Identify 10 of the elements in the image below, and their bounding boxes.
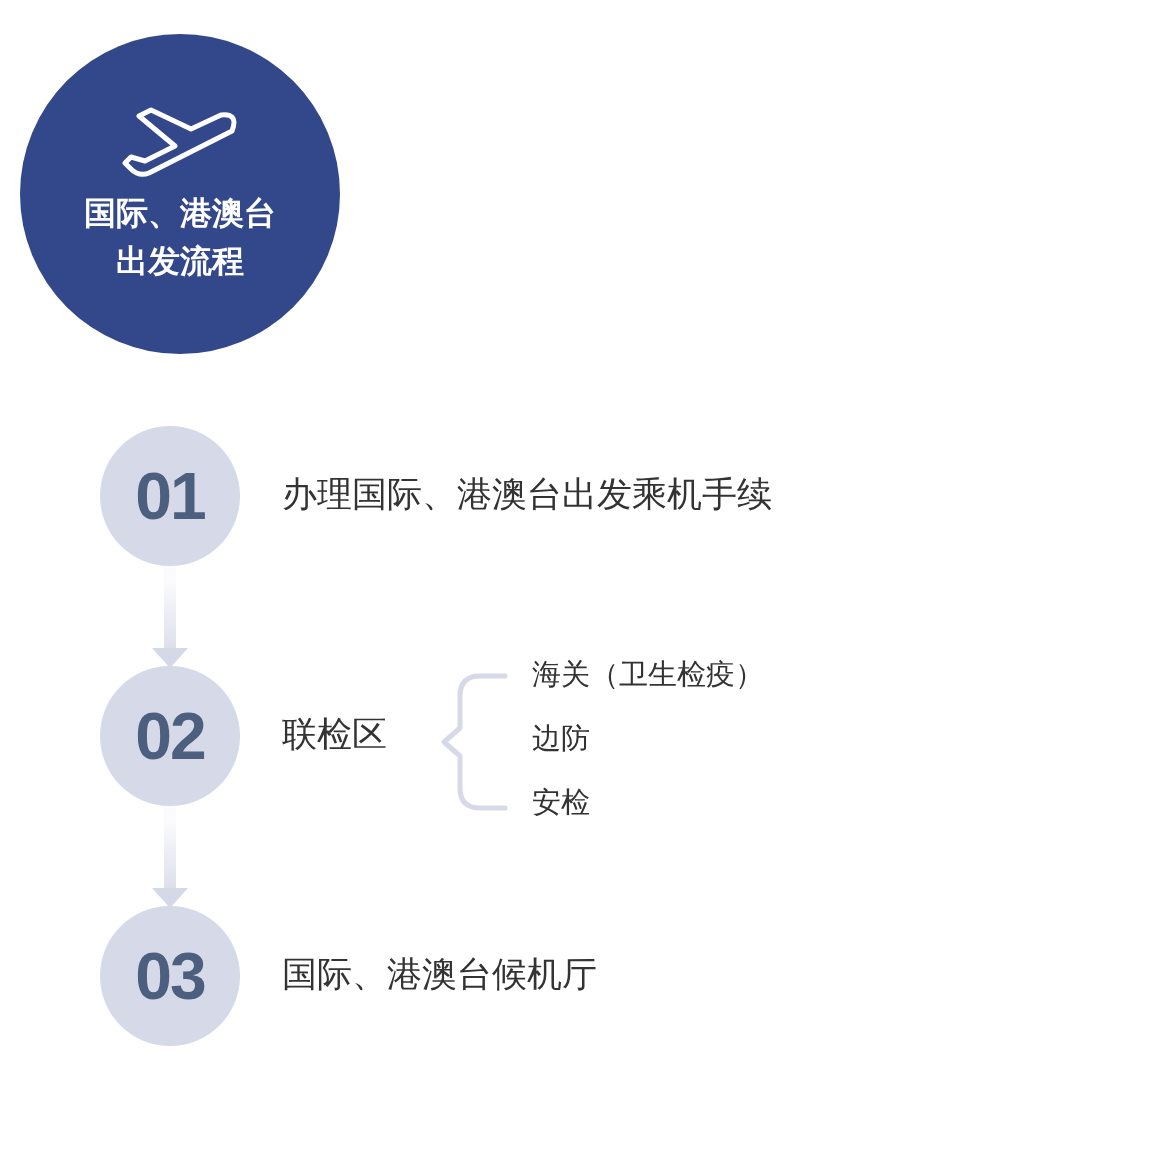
check-item: 安检 [532,785,590,820]
step-text: 国际、港澳台候机厅 [282,953,597,995]
title-text: 国际、港澳台出发流程 [83,193,277,282]
step-number: 02 [135,698,205,774]
step-number: 03 [135,938,205,1014]
step-text: 办理国际、港澳台出发乘机手续 [282,473,772,515]
step-text: 联检区 [282,713,387,755]
check-item: 海关（卫生检疫） [532,657,764,692]
step-number: 01 [135,458,205,534]
check-item: 边防 [532,721,590,756]
